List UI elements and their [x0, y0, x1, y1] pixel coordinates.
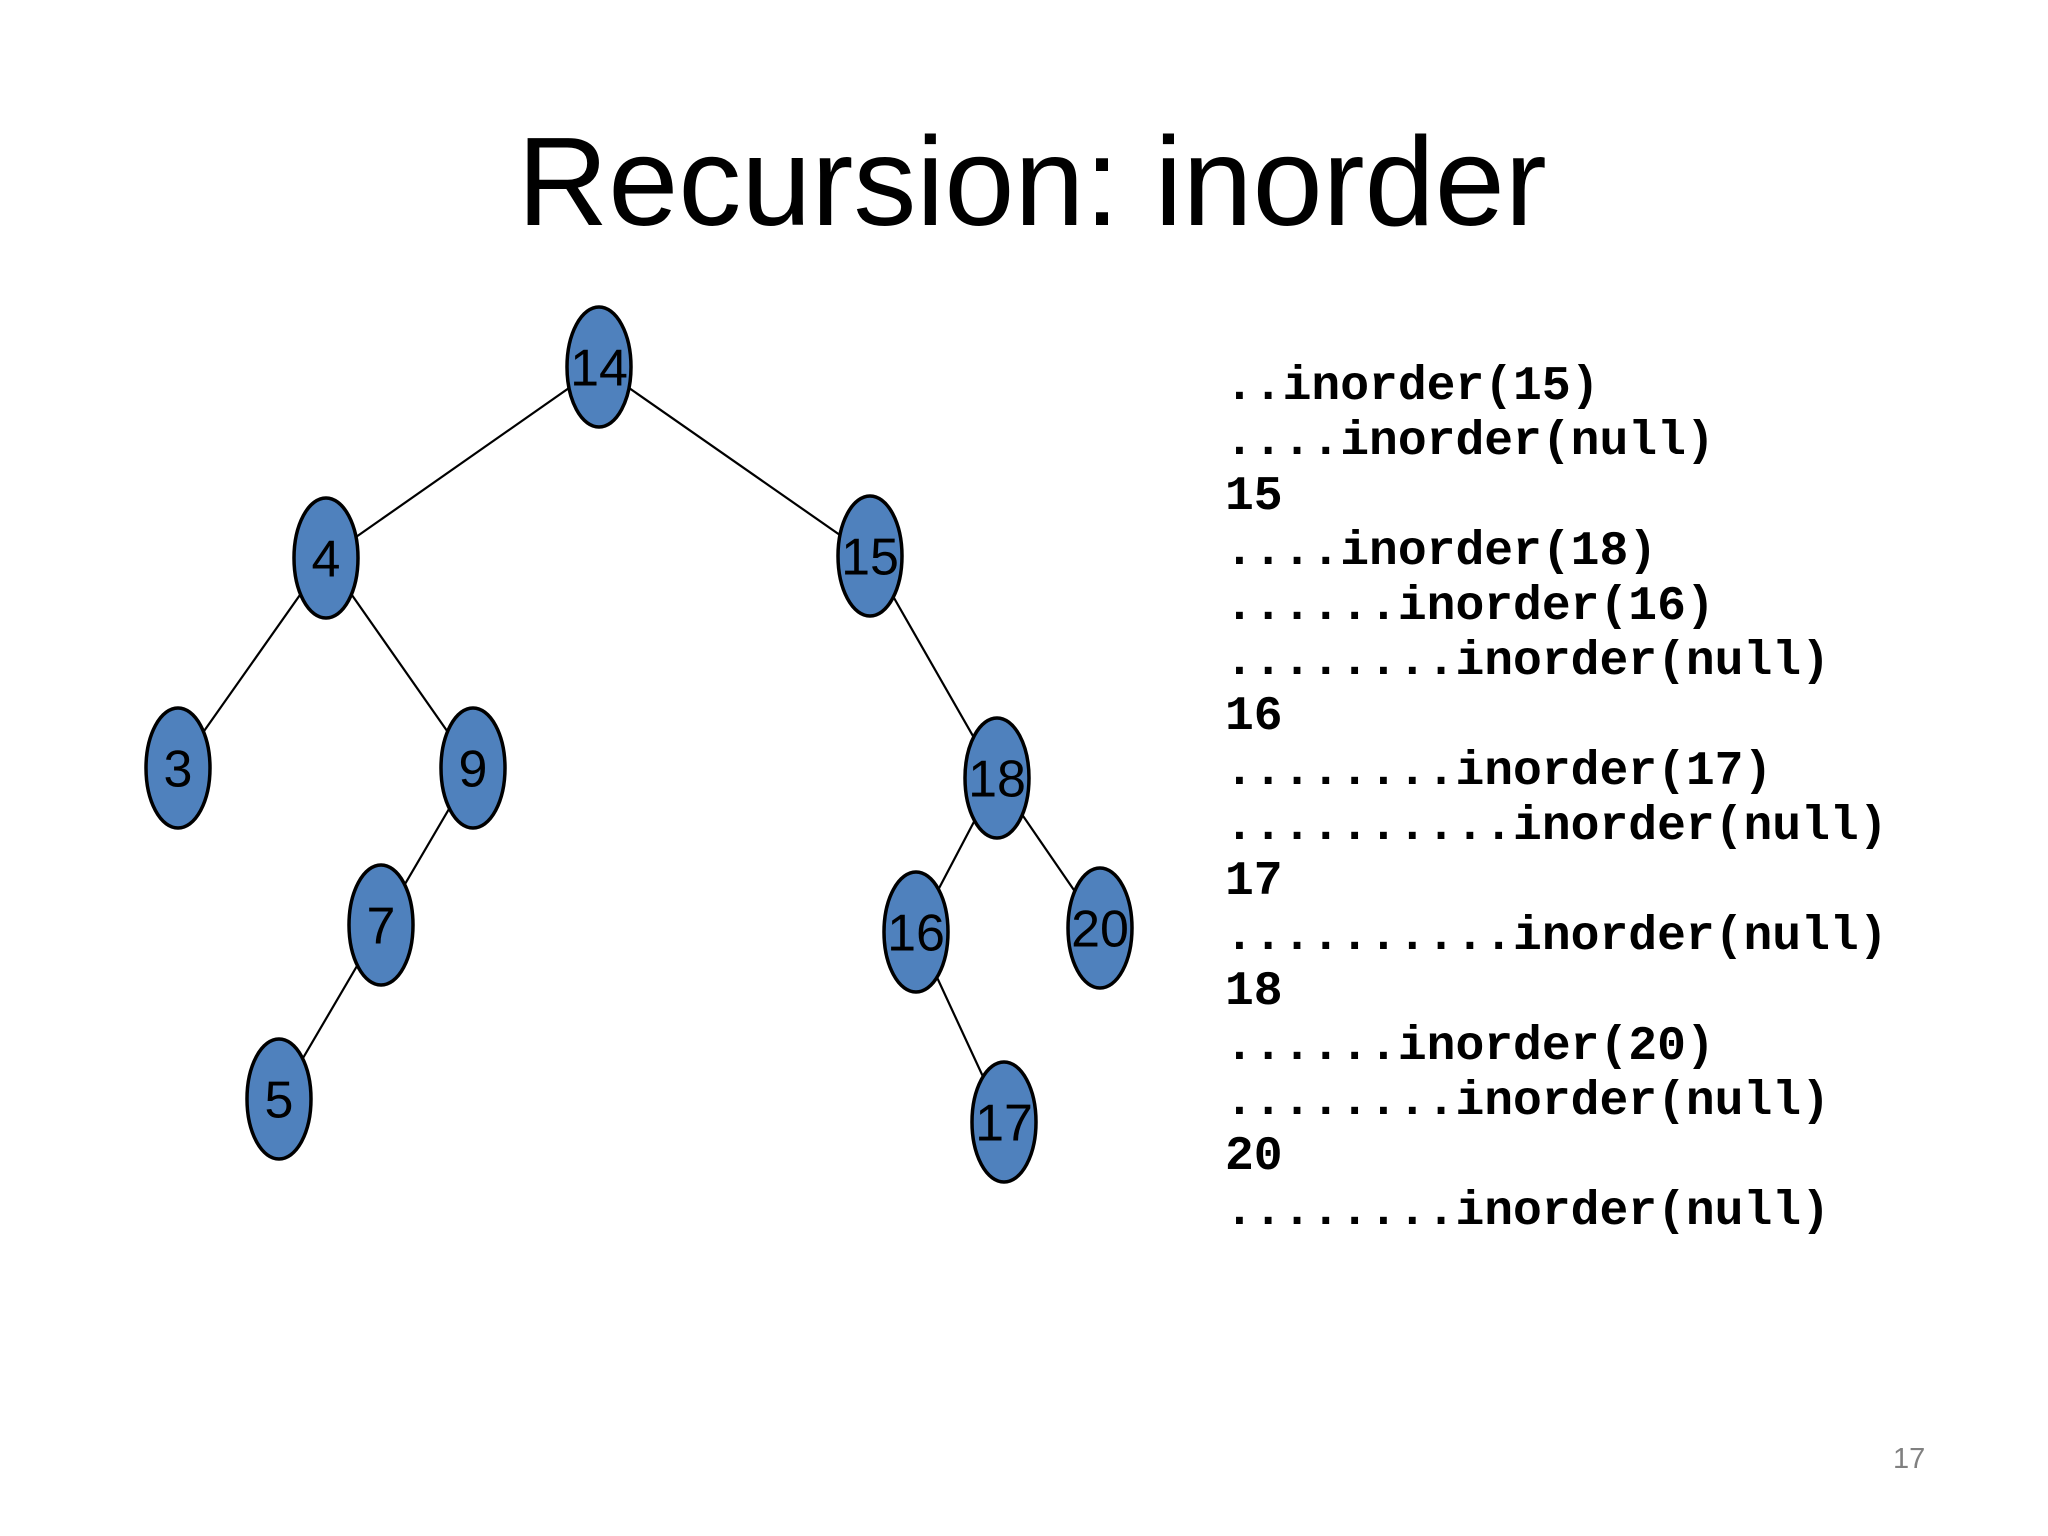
tree-node-label: 5 [265, 1072, 294, 1130]
tree-node-16: 16 [882, 870, 950, 994]
tree-node-3: 3 [144, 706, 212, 830]
tree-node-17: 17 [970, 1060, 1038, 1184]
tree-node-20: 20 [1066, 866, 1134, 990]
tree-node-ellipse [347, 863, 415, 987]
trace-line: ........inorder(null) [1225, 1075, 1830, 1129]
tree-node-ellipse [245, 1037, 313, 1161]
trace-line: ........inorder(null) [1225, 635, 1830, 689]
tree-node-7: 7 [347, 863, 415, 987]
trace-line: 16 [1225, 690, 1283, 744]
trace-line: 20 [1225, 1130, 1283, 1184]
trace-line: 18 [1225, 965, 1283, 1019]
trace-line: 15 [1225, 470, 1283, 524]
trace-line: ..inorder(15) [1225, 360, 1600, 414]
trace-line: ......inorder(16) [1225, 580, 1715, 634]
tree-node-ellipse [439, 706, 507, 830]
tree-node-14: 14 [565, 305, 633, 429]
tree-node-ellipse [565, 305, 633, 429]
page-number: 17 [1893, 1443, 1926, 1475]
tree-node-label: 15 [841, 529, 899, 587]
tree-edge-14-4 [325, 366, 600, 559]
tree-node-label: 18 [968, 751, 1026, 809]
trace-line: ..........inorder(null) [1225, 800, 1888, 854]
tree-node-label: 14 [570, 340, 628, 398]
trace-line: ......inorder(20) [1225, 1020, 1715, 1074]
tree-node-ellipse [144, 706, 212, 830]
tree-node-18: 18 [963, 716, 1031, 840]
tree-node-ellipse [292, 496, 360, 620]
tree-node-ellipse [882, 870, 950, 994]
trace-line: ....inorder(null) [1225, 415, 1715, 469]
tree-node-5: 5 [245, 1037, 313, 1161]
trace-output: ..inorder(15)....inorder(null)15....inor… [1225, 360, 1888, 1240]
tree-node-ellipse [963, 716, 1031, 840]
trace-line: ........inorder(17) [1225, 745, 1773, 799]
tree-node-ellipse [1066, 866, 1134, 990]
trace-line: ........inorder(null) [1225, 1185, 1830, 1239]
tree-node-label: 9 [459, 741, 488, 799]
tree-node-label: 7 [367, 898, 396, 956]
tree-edge-14-15 [598, 366, 871, 557]
trace-line: 17 [1225, 855, 1283, 909]
tree-node-ellipse [836, 494, 904, 618]
tree-node-label: 3 [164, 741, 193, 799]
trace-line: ....inorder(18) [1225, 525, 1658, 579]
tree-node-label: 4 [312, 531, 341, 589]
tree-node-9: 9 [439, 706, 507, 830]
tree-node-ellipse [970, 1060, 1038, 1184]
tree-node-label: 16 [887, 905, 945, 963]
tree-node-label: 20 [1071, 901, 1129, 959]
tree-node-4: 4 [292, 496, 360, 620]
slide-title: Recursion: inorder [517, 111, 1547, 252]
tree-node-label: 17 [975, 1095, 1033, 1153]
trace-line: ..........inorder(null) [1225, 910, 1888, 964]
tree-node-15: 15 [836, 494, 904, 618]
